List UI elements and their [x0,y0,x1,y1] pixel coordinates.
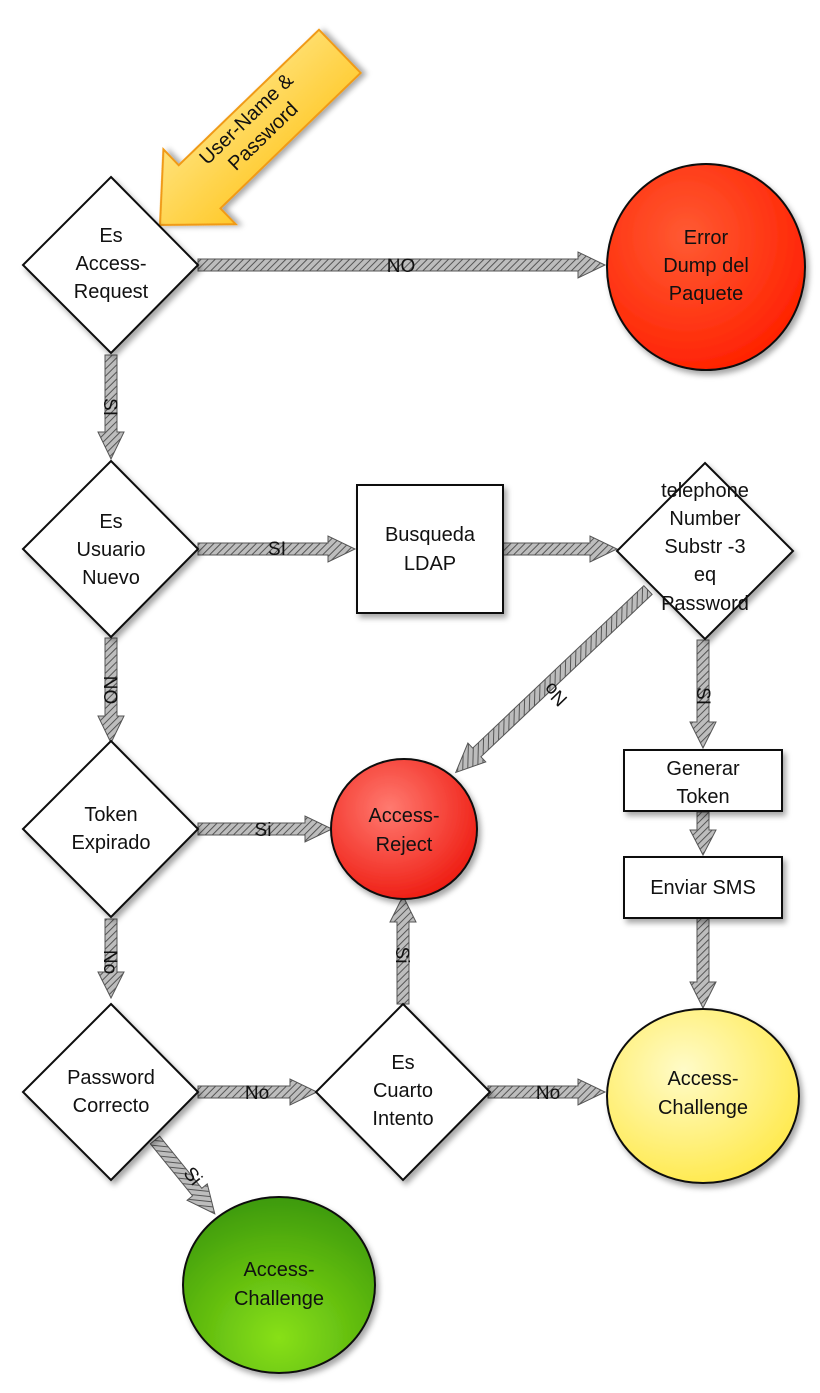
edge-password-no [197,1078,319,1106]
node-label: Intento [372,1108,433,1130]
node-label: Usuario [77,539,146,561]
node-token-expirado: Token Expirado [21,739,200,919]
node-label: Paquete [669,283,744,305]
node-label: Expirado [72,832,151,854]
edge-password-si [149,1135,216,1215]
node-label: Access- [667,1068,738,1090]
node-label: Request [74,281,149,303]
edge-phone-no [454,584,653,774]
node-label: Challenge [234,1288,324,1310]
node-label: Error [684,227,729,249]
edge-sms-challenge [689,917,717,1010]
edge-cuarto-si [389,894,417,1005]
node-busqueda-ldap: Busqueda LDAP [356,484,504,614]
node-label: Reject [376,834,433,856]
node-access-challenge-yellow: Access- Challenge [606,1008,800,1184]
node-telephone-check: telephone Number Substr -3 eq Password [615,461,795,641]
node-label: Enviar SMS [650,877,756,899]
node-label: Number [669,508,740,530]
edge-phone-si [689,639,717,750]
edge-token-sms [689,811,717,857]
node-access-reject: Access- Reject [330,758,478,900]
node-es-access-request: Es Access- Request [21,175,200,355]
edge-request-no [197,251,607,279]
node-label: Generar [666,758,740,780]
node-label: Nuevo [82,567,140,589]
edge-label-request-si: SI [99,398,120,416]
node-label: Correcto [73,1095,150,1117]
node-label: Access- [243,1259,314,1281]
node-label: Access- [368,805,439,827]
node-label: Es [99,225,122,247]
node-es-usuario-nuevo: Es Usuario Nuevo [21,459,200,639]
edge-label-nuevo-no: NO [99,676,120,705]
credentials-callout-arrow [158,28,363,227]
node-label: Busqueda [385,524,476,546]
edge-nuevo-si [197,535,357,563]
edge-request-si [97,354,125,461]
node-label: Password [661,593,749,615]
node-enviar-sms: Enviar SMS [623,856,783,919]
edge-label-phone-si: SI [692,687,713,705]
node-error-dump: Error Dump del Paquete [606,163,806,371]
node-label: eq [694,564,716,586]
node-label: Challenge [658,1097,748,1119]
node-access-challenge-green: Access- Challenge [182,1196,376,1374]
edge-nuevo-no [97,637,125,745]
edge-label-token-si: Si [255,820,272,841]
edge-label-nuevo-si: SI [268,539,286,560]
node-label: telephone [661,480,749,502]
edge-label-password-no: No [245,1083,269,1104]
node-es-cuarto-intento: Es Cuarto Intento [314,1002,492,1182]
edge-token-no [97,918,125,1000]
node-label: Dump del [663,255,749,277]
node-label: Password [67,1067,155,1089]
node-label: Es [99,511,122,533]
node-password-correcto: Password Correcto [21,1002,200,1182]
node-label: LDAP [404,553,456,575]
edge-cuarto-no [487,1078,607,1106]
node-label: Es [391,1052,414,1074]
node-label: Token [84,804,137,826]
node-label: Substr -3 [664,536,745,558]
node-label: Cuarto [373,1080,433,1102]
edge-label-request-no: NO [387,256,416,277]
edge-token-si [197,815,334,843]
edge-label-token-no: No [99,950,120,974]
node-generar-token: Generar Token [623,749,783,812]
edge-label-cuarto-no: No [536,1083,560,1104]
node-label: Token [676,786,729,808]
node-label: Access- [75,253,146,275]
edge-ldap-phone [502,535,619,563]
edge-label-cuarto-si: Si [391,947,412,964]
